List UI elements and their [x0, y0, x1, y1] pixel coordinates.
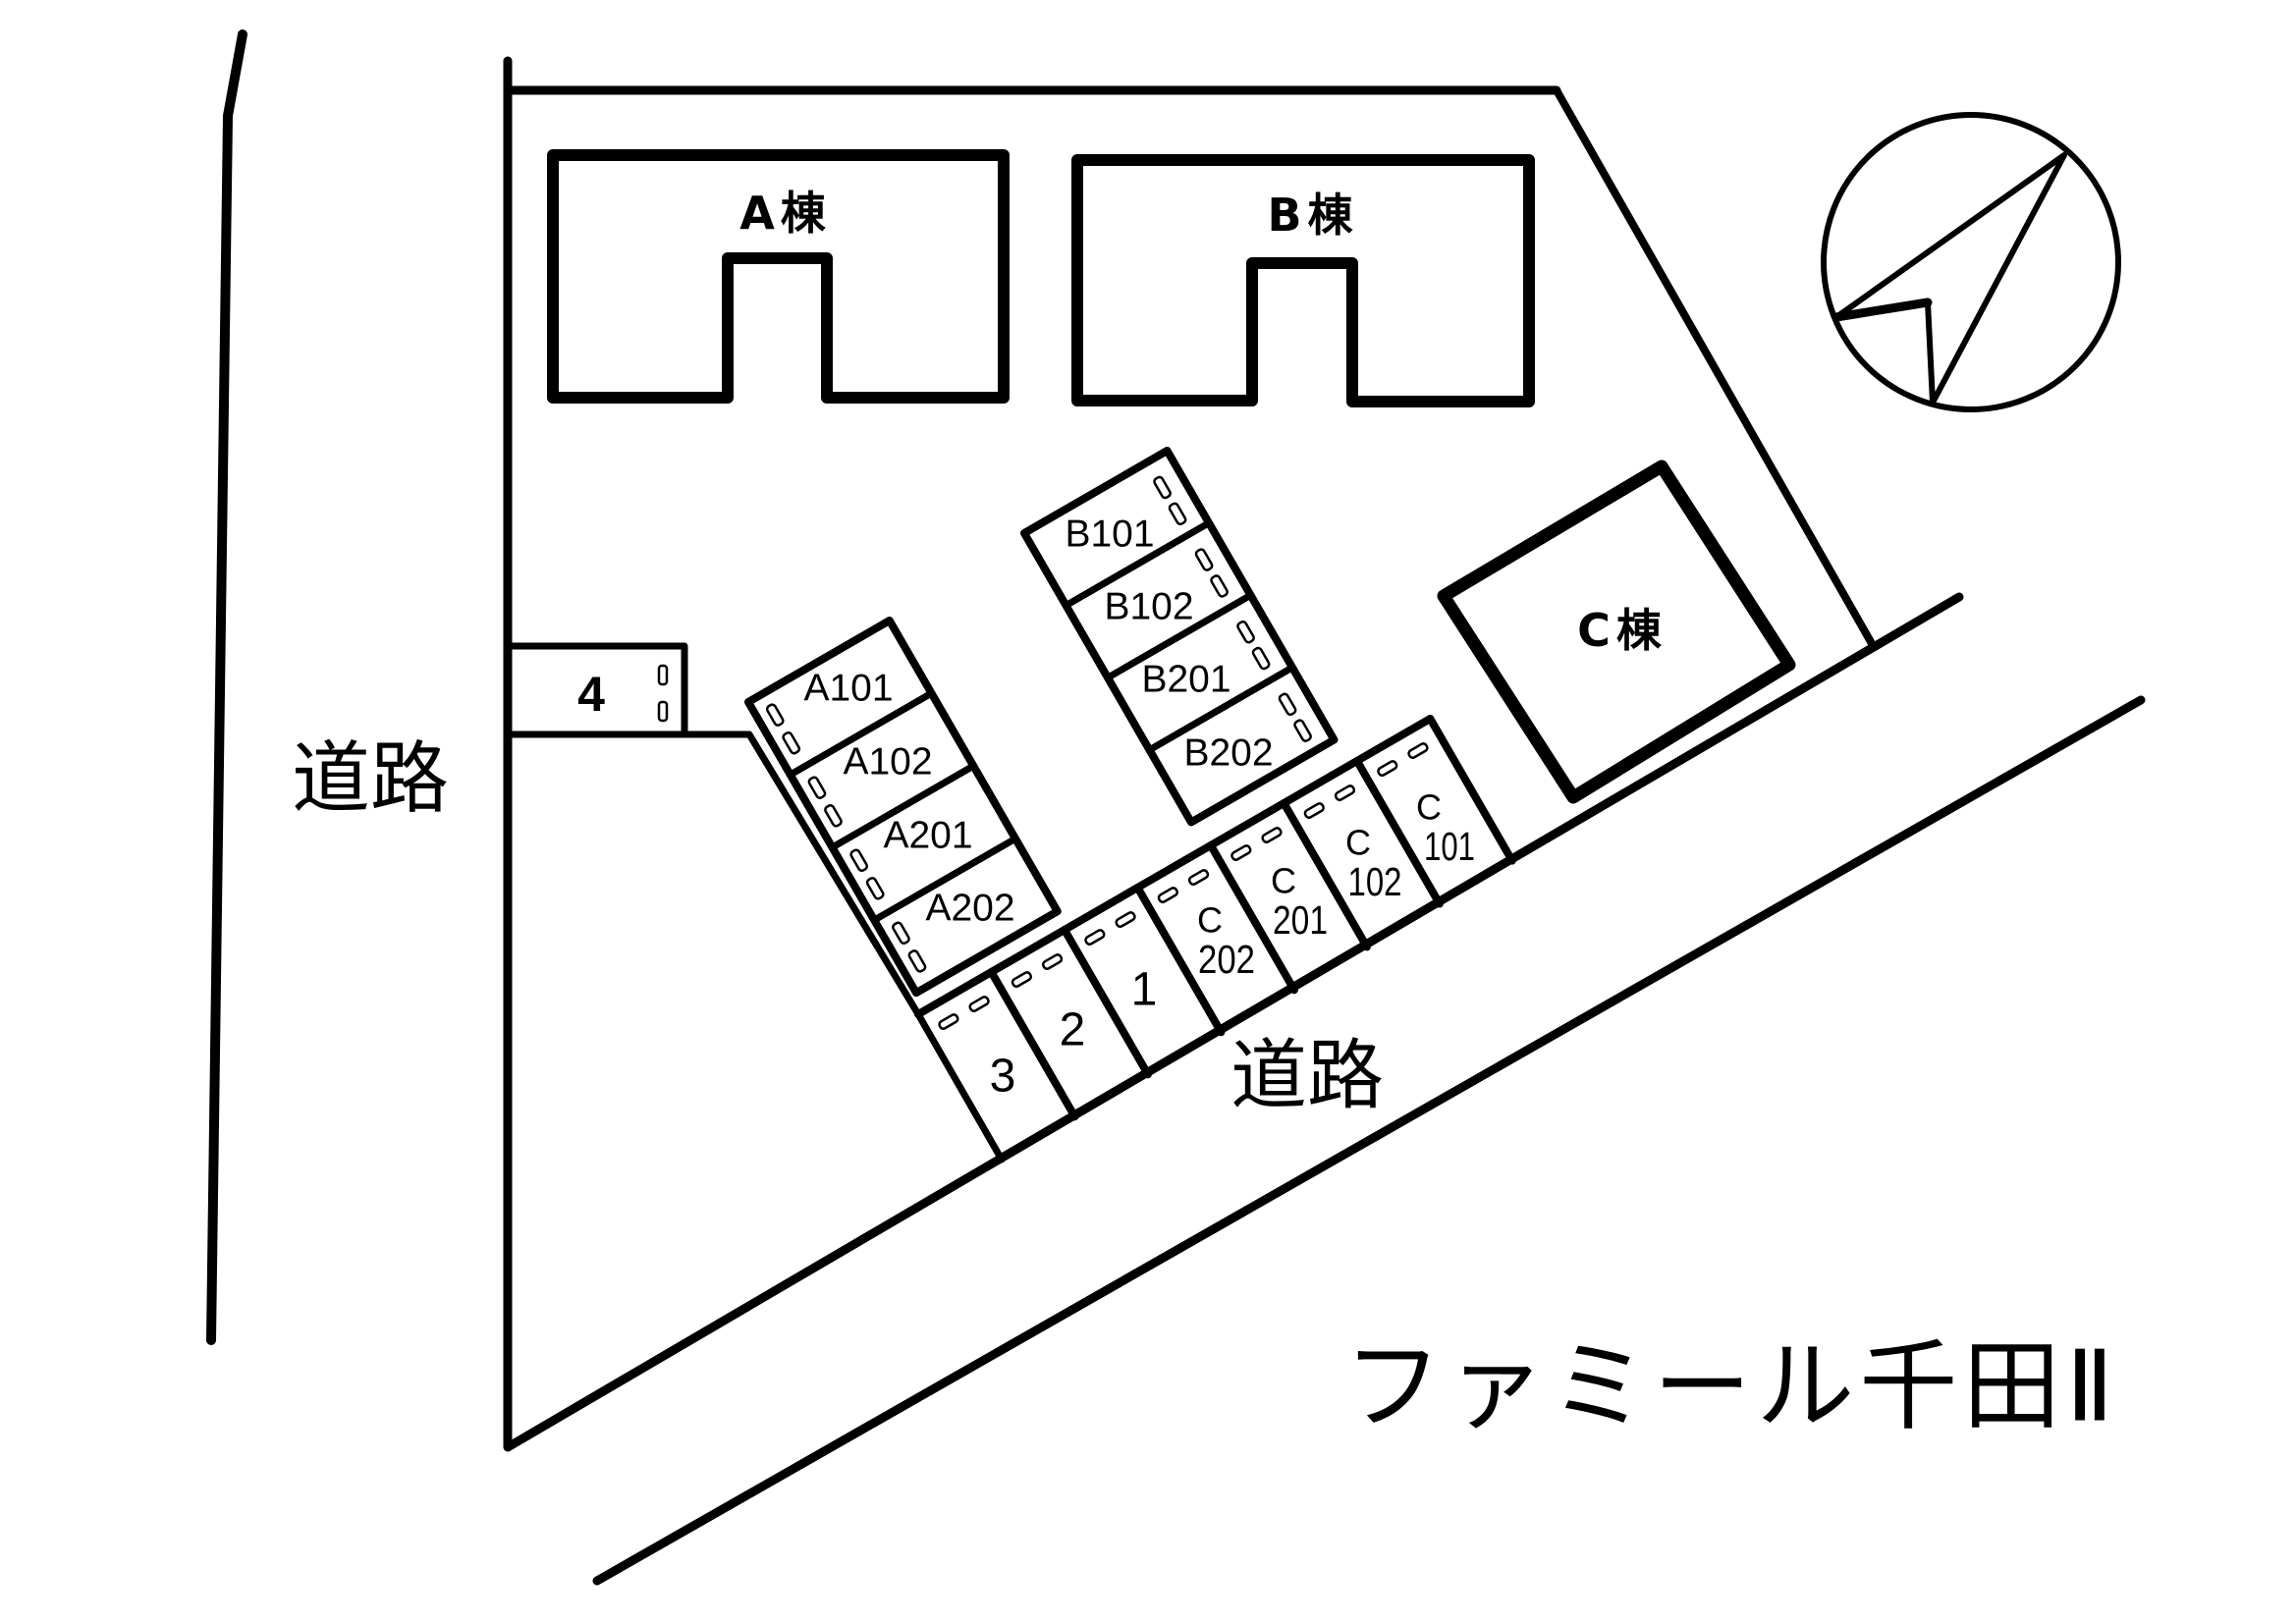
slot-divider [987, 968, 1079, 1121]
slot-label-a102: A102 [843, 741, 932, 784]
slot-label-c202-number: 202 [1198, 937, 1255, 982]
slot-label-c201-number: 201 [1273, 897, 1328, 943]
car-icon [1303, 802, 1325, 819]
car-icon [1334, 784, 1356, 801]
car-icon [1251, 646, 1271, 671]
car-icon [907, 949, 927, 973]
slot-divider [1352, 757, 1444, 908]
slot-label-a101: A101 [803, 668, 893, 710]
building-b-parking-cluster [1020, 446, 1339, 827]
building-b-label: B棟 [1267, 189, 1358, 242]
slot-label-2: 2 [1060, 1004, 1086, 1056]
slot-label-a202: A202 [925, 888, 1014, 930]
car-icon [1236, 620, 1255, 644]
slot-label-a201: A201 [883, 815, 972, 857]
car-icon [1084, 929, 1106, 946]
slot-label-c201-building: C [1271, 861, 1296, 901]
driveway-edge [504, 730, 1006, 1163]
building-b-outline [1071, 154, 1535, 407]
slot-divider [1104, 591, 1254, 681]
car-icon [1041, 953, 1064, 970]
car-icon [1194, 548, 1214, 571]
slot-label-c102-number: 102 [1348, 859, 1402, 904]
slot-label-c101-building: C [1416, 787, 1442, 828]
slot-label-3: 3 [990, 1051, 1016, 1103]
slot-label-c102-building: C [1345, 823, 1371, 863]
building-c-label: C棟 [1577, 604, 1667, 657]
road-label-west: 道路 [292, 733, 449, 825]
property-boundary-east [1553, 86, 1878, 651]
car-icon [1115, 911, 1136, 928]
compass-arrow-notch [1831, 298, 1933, 322]
car-icon [1210, 574, 1229, 598]
car-icon [657, 664, 669, 686]
slot-divider [870, 835, 1019, 924]
slot-divider [1146, 664, 1296, 754]
side-slot-outline [504, 642, 688, 738]
road-label-south: 道路 [1230, 1032, 1384, 1120]
car-icon [892, 921, 910, 946]
car-icon [807, 776, 827, 799]
slot-divider [829, 762, 977, 851]
slot-label-b102: B102 [1104, 586, 1193, 628]
slot-divider [1280, 799, 1371, 951]
car-icon [968, 996, 990, 1012]
side-slot-label: 4 [577, 667, 605, 722]
building-a-parking-cluster [744, 617, 1062, 998]
west-road-edge [206, 29, 247, 1345]
property-title: ファミール千田Ⅱ [1343, 1329, 2118, 1444]
car-icon [1153, 475, 1172, 500]
building-a-label: A棟 [739, 187, 832, 240]
car-icon [1168, 502, 1187, 526]
car-icon [849, 848, 869, 872]
building-c-outline [1437, 460, 1796, 804]
slot-label-1: 1 [1131, 964, 1158, 1016]
car-icon [1377, 760, 1398, 777]
car-icon [938, 1013, 959, 1030]
slot-label-c101-number: 101 [1424, 824, 1475, 869]
car-icon [1261, 827, 1283, 843]
car-icon [765, 703, 785, 727]
car-icon [782, 730, 801, 755]
car-icon [1011, 971, 1033, 988]
slot-label-b201: B201 [1141, 659, 1230, 701]
slot-divider [1063, 519, 1213, 610]
slot-divider [1060, 926, 1152, 1079]
car-icon [824, 804, 843, 828]
compass-circle [1821, 112, 2121, 412]
car-icon [1293, 719, 1312, 742]
slot-label-b202: B202 [1183, 732, 1273, 775]
row-front-edge [914, 715, 1435, 1018]
north-arrow-icon [1821, 112, 2121, 412]
slot-label-b101: B101 [1065, 514, 1154, 556]
slot-label-c202-building: C [1197, 900, 1223, 941]
car-icon [1230, 844, 1252, 861]
car-icon [1187, 869, 1210, 886]
slot-divider [787, 689, 936, 779]
slot-divider [1133, 884, 1226, 1037]
property-boundary-west-south [503, 56, 1964, 1452]
car-icon [657, 700, 669, 723]
slot-divider [1206, 841, 1298, 995]
car-icon [1407, 742, 1429, 759]
row-end-edge [1426, 715, 1516, 865]
car-icon [865, 877, 885, 900]
car-icon [1278, 692, 1297, 717]
south-road-edge [592, 695, 2146, 1586]
building-a-outline [547, 149, 1010, 404]
front-parking-row [914, 715, 1516, 1121]
car-icon [1157, 887, 1178, 903]
